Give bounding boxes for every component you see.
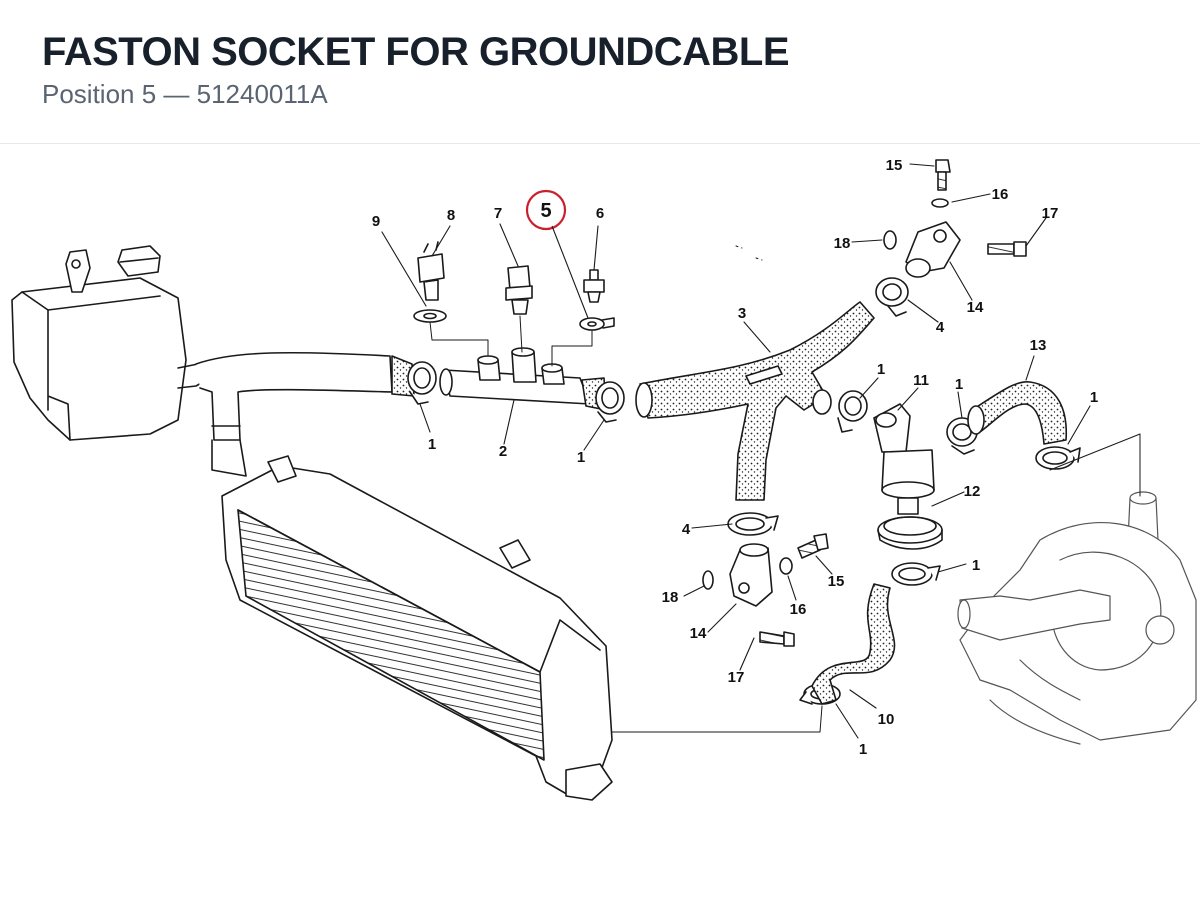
callout-15: 15 bbox=[828, 573, 845, 590]
callout-2: 2 bbox=[499, 443, 507, 460]
callout-4: 4 bbox=[936, 319, 945, 336]
exploded-parts-diagram: 9 8 7 5 6 3 1 2 1 1 11 1 13 1 12 1 10 1 … bbox=[11, 157, 1197, 801]
callout-1: 1 bbox=[877, 361, 885, 378]
bolt-17-top bbox=[987, 241, 1027, 257]
thermostat-11 bbox=[873, 403, 935, 515]
sensor-6 bbox=[583, 269, 605, 303]
tank-pipe bbox=[195, 351, 393, 477]
washer-16-top bbox=[931, 198, 949, 208]
elbow-fitting-14-top bbox=[905, 221, 961, 278]
callout-1: 1 bbox=[955, 376, 963, 393]
faston-socket-5 bbox=[579, 317, 615, 331]
expansion-tank bbox=[11, 245, 211, 441]
callout-1: 1 bbox=[1090, 389, 1098, 406]
y-hose-3 bbox=[635, 301, 875, 501]
callout-1: 1 bbox=[972, 557, 980, 574]
highlight-circle bbox=[525, 189, 567, 231]
page-title: FASTON SOCKET FOR GROUNDCABLE bbox=[42, 30, 790, 74]
o-ring-18-top bbox=[883, 230, 897, 250]
callout-16: 16 bbox=[790, 601, 807, 618]
header: FASTON SOCKET FOR GROUNDCABLE Position 5… bbox=[42, 28, 1158, 110]
header-divider bbox=[0, 143, 1200, 144]
callout-8: 8 bbox=[447, 207, 455, 224]
callout-13: 13 bbox=[1030, 337, 1047, 354]
thermoswitch-7 bbox=[505, 265, 533, 315]
page-subtitle: Position 5 — 51240011A bbox=[42, 79, 328, 109]
callout-7: 7 bbox=[494, 205, 502, 222]
callout-11: 11 bbox=[913, 372, 929, 389]
hose-10 bbox=[811, 583, 896, 705]
callout-18: 18 bbox=[662, 589, 679, 606]
callout-1: 1 bbox=[577, 449, 585, 466]
callout-15: 15 bbox=[886, 157, 903, 174]
bolt-15-bottom bbox=[797, 533, 829, 559]
callout-14: 14 bbox=[967, 299, 984, 316]
distribution-rail bbox=[439, 347, 591, 405]
callout-1: 1 bbox=[859, 741, 867, 758]
callout-3: 3 bbox=[738, 305, 746, 322]
o-ring-18-bottom bbox=[702, 570, 714, 590]
callout-6: 6 bbox=[596, 205, 604, 222]
callout-9: 9 bbox=[372, 213, 380, 230]
bolt-17-bottom bbox=[759, 631, 795, 647]
callout-18: 18 bbox=[834, 235, 851, 252]
callout-10: 10 bbox=[878, 711, 895, 728]
thermostat-seal-12 bbox=[877, 516, 943, 550]
washer-16-bottom bbox=[779, 557, 793, 575]
callout-16: 16 bbox=[992, 186, 1009, 203]
engine-water-pump bbox=[957, 491, 1197, 745]
callout-17: 17 bbox=[1042, 205, 1059, 222]
temperature-sender-8 bbox=[417, 241, 445, 301]
washer-9 bbox=[413, 309, 447, 323]
callout-17: 17 bbox=[728, 669, 745, 686]
bolt-15-top bbox=[935, 159, 951, 191]
callout-4: 4 bbox=[682, 521, 691, 538]
callout-labels: 9 8 7 5 6 3 1 2 1 1 11 1 13 1 12 1 10 1 … bbox=[372, 157, 1098, 758]
leader-lines bbox=[381, 163, 1141, 739]
elbow-fitting-14-bottom bbox=[729, 543, 773, 607]
hose-13 bbox=[967, 381, 1068, 445]
callout-12: 12 bbox=[964, 483, 981, 500]
callout-5: 5 bbox=[540, 200, 551, 222]
callout-14: 14 bbox=[690, 625, 707, 642]
callout-1: 1 bbox=[428, 436, 436, 453]
radiator bbox=[221, 455, 613, 801]
